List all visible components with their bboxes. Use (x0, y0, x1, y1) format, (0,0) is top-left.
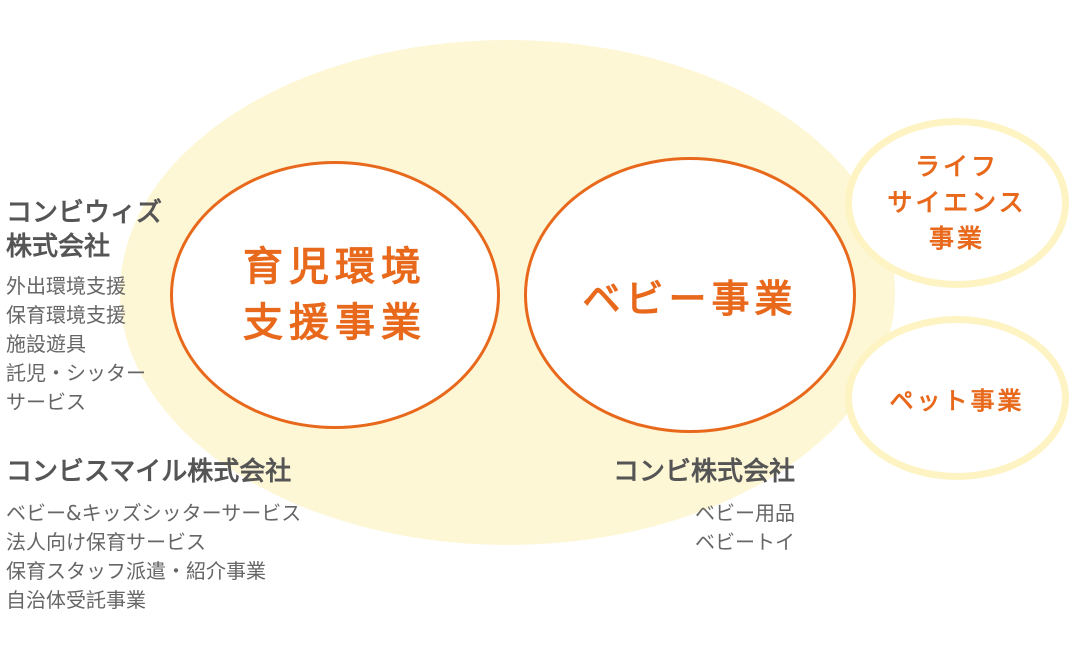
service-item: 自治体受託事業 (6, 588, 146, 612)
service-item: 施設遊具 (6, 332, 86, 356)
service-item: サービス (6, 390, 86, 414)
company-combi-smile-name: コンビスマイル株式会社 (6, 457, 292, 487)
company-combi-wiz: コンビウィズ 株式会社 外出環境支援 保育環境支援 施設遊具 託児・シッター サ… (6, 196, 162, 417)
service-item: ベビー用品 (695, 501, 795, 525)
service-item: 保育環境支援 (6, 303, 126, 327)
segment-childcare-support: 育児環境 支援事業 (170, 161, 500, 429)
service-item: ベビー&キッズシッターサービス (6, 501, 302, 525)
segment-childcare-support-label: 育児環境 支援事業 (243, 244, 427, 346)
segment-pet-business-label: ペット事業 (889, 386, 1025, 415)
segment-pet-business: ペット事業 (845, 316, 1069, 480)
service-item: ベビートイ (695, 530, 795, 554)
service-item: 外出環境支援 (6, 274, 126, 298)
company-combi: コンビ株式会社 ベビー用品 ベビートイ (613, 455, 795, 557)
company-combi-wiz-services: 外出環境支援 保育環境支援 施設遊具 託児・シッター サービス (6, 272, 162, 417)
company-combi-services: ベビー用品 ベビートイ (613, 499, 795, 557)
company-combi-smile: コンビスマイル株式会社 ベビー&キッズシッターサービス 法人向け保育サービス 保… (6, 455, 301, 615)
company-combi-name: コンビ株式会社 (612, 457, 795, 487)
segment-life-science: ライフ サイエンス 事業 (845, 118, 1069, 288)
segment-baby-business-label: ベビー事業 (582, 276, 798, 321)
service-item: 保育スタッフ派遣・紹介事業 (6, 559, 266, 583)
service-item: 託児・シッター (6, 361, 146, 385)
segment-baby-business: ベビー事業 (524, 157, 856, 433)
service-item: 法人向け保育サービス (6, 530, 206, 554)
company-combi-wiz-name: コンビウィズ 株式会社 (6, 198, 163, 262)
segment-life-science-label: ライフ サイエンス 事業 (887, 152, 1027, 253)
company-combi-smile-services: ベビー&キッズシッターサービス 法人向け保育サービス 保育スタッフ派遣・紹介事業… (6, 499, 301, 615)
